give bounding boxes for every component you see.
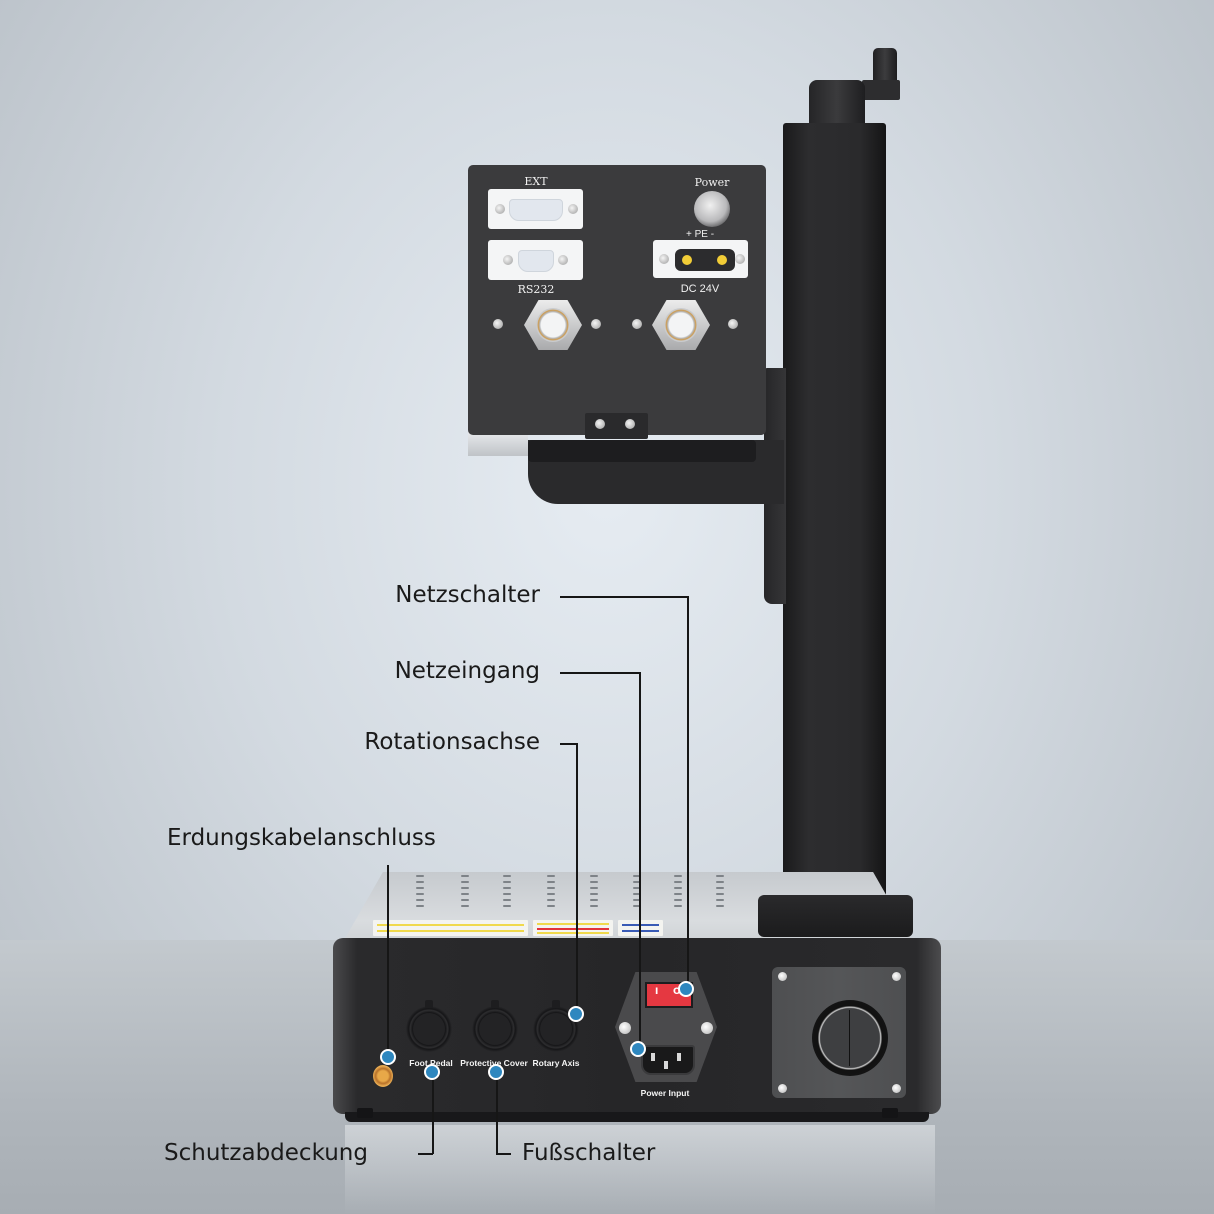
vent-slots: [674, 875, 682, 911]
rocker-off-mark: O: [673, 987, 681, 997]
callout-line-netzschalter: [687, 596, 689, 990]
screw-icon: [591, 319, 601, 329]
vent-slots: [547, 875, 555, 911]
callout-line-netzeingang: [639, 672, 641, 1050]
screw-icon: [503, 255, 513, 265]
protective-cover-label: Protective Cover: [460, 1058, 528, 1068]
iec-power-socket[interactable]: [641, 1045, 695, 1075]
callout-dot-erdungskabelanschluss[interactable]: [380, 1049, 396, 1065]
z-axis-crank-handle: [873, 48, 897, 84]
callout-line-schutzabdeckung: [432, 1072, 434, 1154]
callout-label-fussschalter: Fußschalter: [522, 1140, 656, 1166]
callout-dot-netzschalter[interactable]: [678, 981, 694, 997]
z-axis-crank-arm: [862, 80, 900, 100]
vent-slots: [461, 875, 469, 911]
power-label: Power: [694, 176, 730, 189]
cable-gland-right: [652, 300, 710, 350]
floor-reflection: [345, 1125, 935, 1214]
warning-label-sticker: [373, 920, 528, 936]
power-input-label: Power Input: [640, 1088, 690, 1098]
callout-label-erdungskabelanschluss: Erdungskabelanschluss: [167, 825, 436, 851]
lift-column: [783, 123, 886, 913]
screw-icon: [495, 204, 505, 214]
ext-label: EXT: [524, 175, 548, 188]
cable-gland-left: [524, 300, 582, 350]
callout-dot-schutzabdeckung[interactable]: [424, 1064, 440, 1080]
vent-slots: [503, 875, 511, 911]
callout-label-schutzabdeckung: Schutzabdeckung: [164, 1140, 368, 1166]
callout-line-fussschalter: [496, 1072, 498, 1154]
column-foot: [758, 895, 913, 937]
ext-db15-connector[interactable]: [509, 199, 563, 221]
screw-icon: [701, 1022, 713, 1034]
screw-icon: [558, 255, 568, 265]
cooling-fan-vent: [812, 1000, 888, 1076]
dc24v-connector[interactable]: [675, 249, 735, 271]
callout-line-fussschalter: [496, 1153, 511, 1155]
screw-icon: [632, 319, 642, 329]
callout-line-netzeingang: [560, 672, 640, 674]
laser-warning-sticker: [533, 920, 613, 936]
callout-line-rotationsachse: [576, 743, 578, 1014]
screw-icon: [728, 319, 738, 329]
rocker-on-mark: I: [655, 987, 659, 997]
protective-cover-port[interactable]: [472, 1000, 518, 1052]
callout-dot-fussschalter[interactable]: [488, 1064, 504, 1080]
vent-slots: [416, 875, 424, 911]
vent-slots: [590, 875, 598, 911]
vent-slots: [633, 875, 641, 911]
column-top-cap: [809, 80, 865, 125]
callout-line-netzschalter: [560, 596, 688, 598]
rubber-foot: [882, 1108, 898, 1118]
screw-icon: [735, 254, 745, 264]
dc24v-label: DC 24V: [680, 283, 720, 295]
certification-sticker: [618, 920, 663, 936]
pe-polarity-label: + PE -: [685, 229, 715, 240]
foot-pedal-port[interactable]: [406, 1000, 452, 1052]
callout-label-netzschalter: Netzschalter: [395, 582, 540, 608]
head-mount-plate: [528, 440, 756, 462]
grounding-terminal[interactable]: [373, 1065, 393, 1087]
head-underside: [468, 432, 528, 456]
callout-line-erdungskabelanschluss: [387, 865, 389, 1057]
callout-dot-netzeingang[interactable]: [630, 1041, 646, 1057]
power-button[interactable]: [694, 191, 730, 227]
callout-dot-rotationsachse[interactable]: [568, 1006, 584, 1022]
screw-icon: [493, 319, 503, 329]
head-clip: [585, 413, 648, 439]
rs232-label: RS232: [517, 283, 555, 296]
callout-line-schutzabdeckung: [418, 1153, 433, 1155]
screw-icon: [568, 204, 578, 214]
base-bottom-edge: [345, 1112, 929, 1122]
callout-line-rotationsachse: [560, 743, 577, 745]
screw-icon: [619, 1022, 631, 1034]
vent-slots: [716, 875, 724, 911]
rotary-axis-label: Rotary Axis: [532, 1058, 580, 1068]
foot-pedal-label: Foot Pedal: [409, 1058, 453, 1068]
screw-icon: [659, 254, 669, 264]
callout-label-rotationsachse: Rotationsachse: [364, 729, 540, 755]
rubber-foot: [357, 1108, 373, 1118]
callout-label-netzeingang: Netzeingang: [394, 658, 540, 684]
rs232-db9-connector[interactable]: [518, 250, 554, 272]
